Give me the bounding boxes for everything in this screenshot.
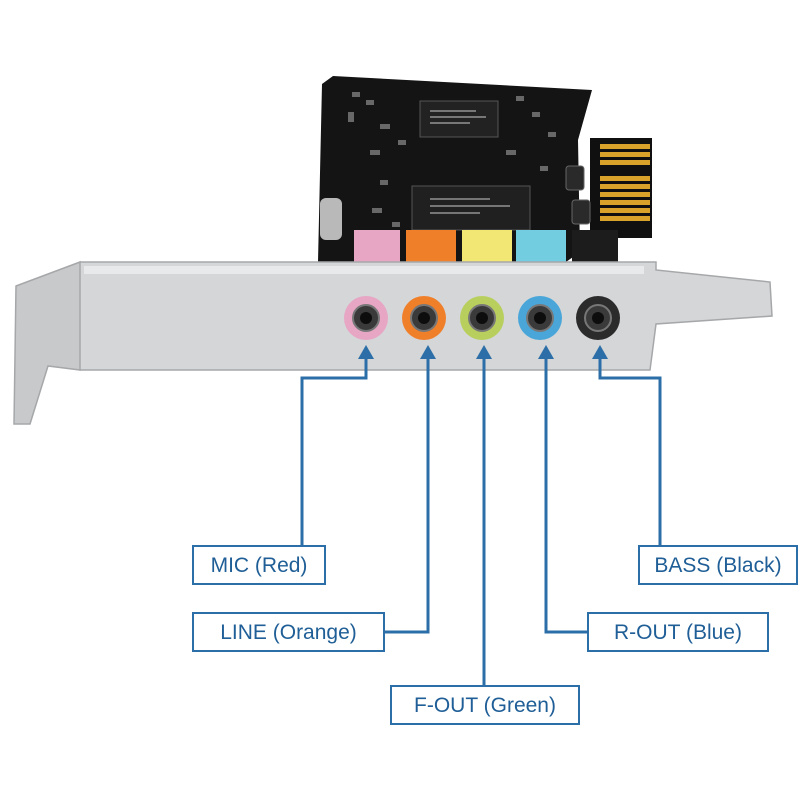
leader-arrows [358, 345, 608, 359]
jack-block-fout [462, 230, 512, 264]
capacitor [565, 165, 585, 191]
jack-block-rout [516, 230, 566, 264]
pcb-board [318, 76, 652, 262]
jack-block-bass [572, 230, 618, 264]
jack-hole-rout [534, 312, 546, 324]
label-mic: MIC (Red) [192, 545, 326, 585]
leader-line-line [385, 352, 430, 634]
leader-line-rout [544, 352, 588, 634]
label-bass: BASS (Black) [638, 545, 798, 585]
jack-mic [344, 296, 388, 340]
label-fout: F-OUT (Green) [390, 685, 580, 725]
jack-hole-fout [476, 312, 488, 324]
leader-lines [300, 352, 662, 690]
chip-codec [411, 185, 531, 231]
jack-hole-mic [360, 312, 372, 324]
label-rout: R-OUT (Blue) [587, 612, 769, 652]
chip-main [419, 100, 499, 138]
pcie-gold-fingers [600, 144, 650, 221]
crystal-oscillator [320, 198, 342, 240]
jack-rout [518, 296, 562, 340]
jack-layer [344, 296, 620, 340]
jack-blocks [354, 230, 618, 264]
jack-block-mic [354, 230, 400, 264]
jack-block-line [406, 230, 456, 264]
jack-hole-bass [592, 312, 604, 324]
jack-bass [576, 296, 620, 340]
label-line: LINE (Orange) [192, 612, 385, 652]
leader-line-mic [300, 352, 368, 545]
metal-bracket [13, 260, 773, 425]
jack-fout [460, 296, 504, 340]
jack-hole-line [418, 312, 430, 324]
leader-line-bass [598, 352, 662, 545]
jack-line [402, 296, 446, 340]
capacitor [571, 199, 591, 225]
